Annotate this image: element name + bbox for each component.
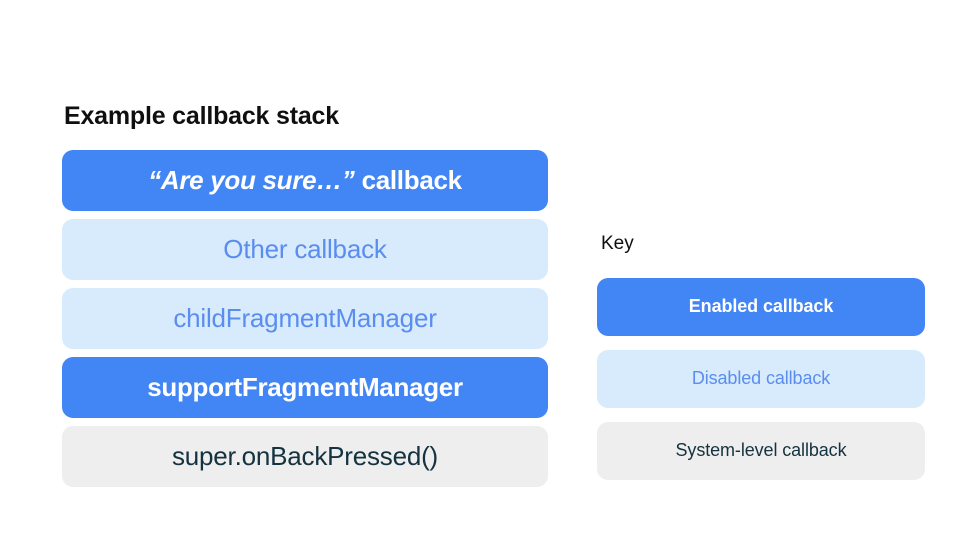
key-item-label: System-level callback — [675, 440, 847, 461]
stack-item-super-on-back-pressed[interactable]: super.onBackPressed() — [62, 426, 548, 487]
page-title: Example callback stack — [64, 102, 339, 130]
key-item-system-level-callback: System-level callback — [597, 422, 925, 480]
stack-item-label: supportFragmentManager — [147, 372, 463, 403]
stack-item-support-fragment-manager[interactable]: supportFragmentManager — [62, 357, 548, 418]
stack-item-child-fragment-manager[interactable]: childFragmentManager — [62, 288, 548, 349]
stack-item-label: “Are you sure…” callback — [148, 166, 462, 195]
key-item-disabled-callback: Disabled callback — [597, 350, 925, 408]
stack-item-are-you-sure-callback[interactable]: “Are you sure…” callback — [62, 150, 548, 211]
key-item-label: Enabled callback — [688, 296, 834, 317]
key-item-label: Disabled callback — [691, 368, 831, 389]
key-legend-list: Enabled callback Disabled callback Syste… — [597, 278, 925, 480]
stack-item-label: super.onBackPressed() — [171, 441, 439, 472]
callback-stack-list: “Are you sure…” callback Other callback … — [62, 150, 548, 487]
stack-item-label-quoted: “Are you sure…” — [148, 165, 355, 196]
stack-item-label-plain: callback — [354, 165, 463, 196]
stack-item-other-callback[interactable]: Other callback — [62, 219, 548, 280]
callback-stack-section: Example callback stack “Are you sure…” c… — [62, 100, 548, 487]
stack-item-label: Other callback — [223, 234, 387, 265]
stack-item-label: childFragmentManager — [173, 303, 437, 334]
key-legend-section: Key Enabled callback Disabled callback S… — [597, 232, 925, 480]
key-title: Key — [601, 233, 634, 254]
key-item-enabled-callback: Enabled callback — [597, 278, 925, 336]
